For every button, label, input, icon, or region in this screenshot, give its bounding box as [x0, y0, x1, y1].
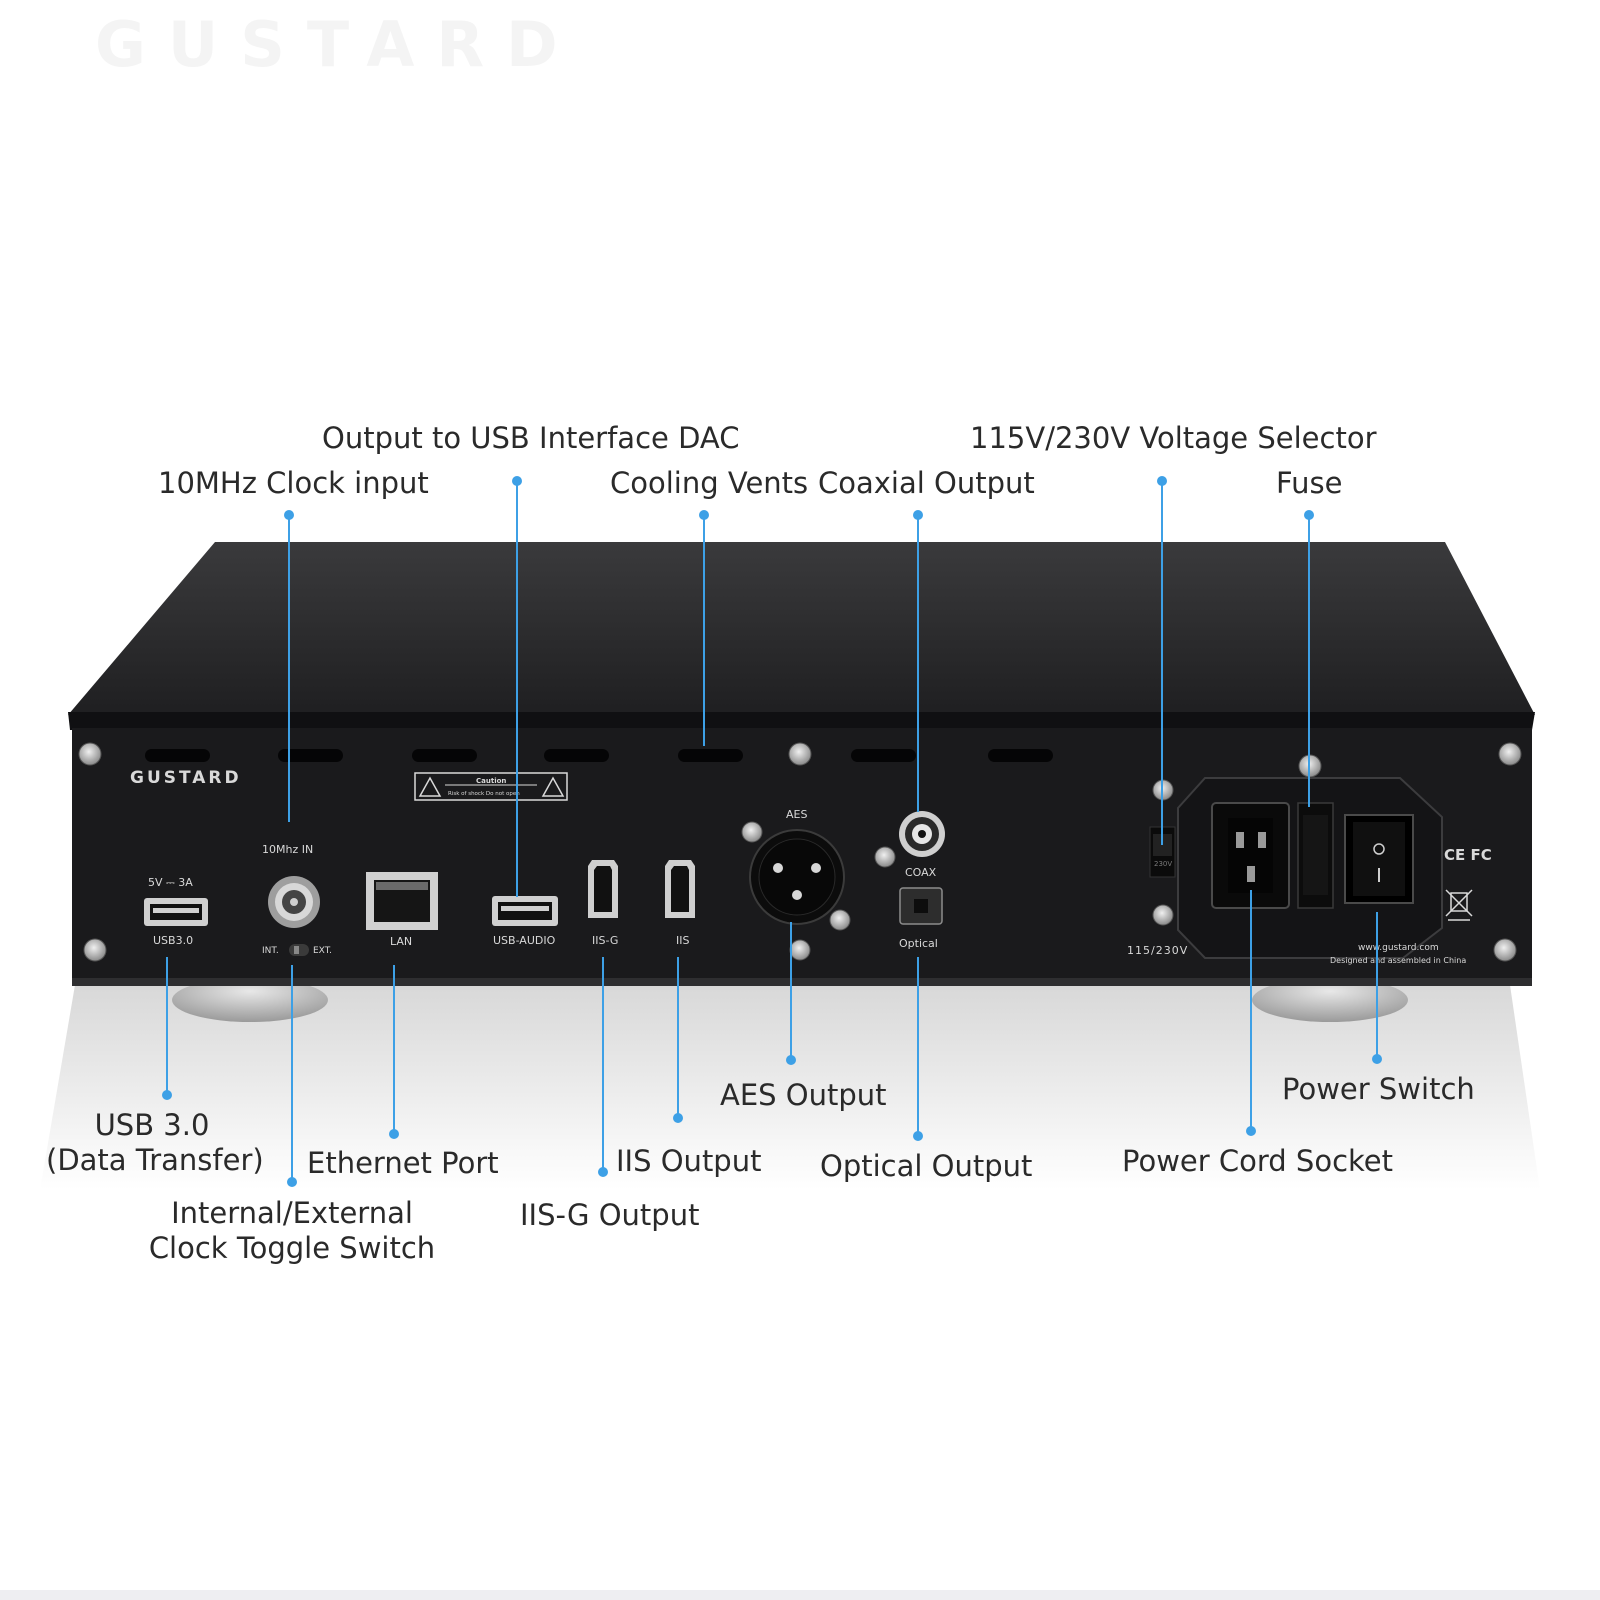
callout-ethernet-port: Ethernet Port: [307, 1146, 499, 1180]
coax-rca-port: COAX: [899, 811, 945, 879]
usb30-label: USB3.0: [153, 934, 193, 947]
lan-label: LAN: [390, 935, 412, 948]
callout-voltage-selector: 115V/230V Voltage Selector: [970, 421, 1377, 455]
callout-usb3-line2: (Data Transfer): [46, 1143, 264, 1177]
clock-bnc-port: 10Mhz IN INT. EXT.: [262, 843, 332, 956]
optical-label: Optical: [899, 937, 938, 950]
voltage-label: 115/230V: [1127, 944, 1188, 957]
leader-lines: [166, 481, 1378, 1182]
voltage-selector-switch: 230V 115/230V: [1127, 826, 1188, 957]
website-label: www.gustard.com: [1358, 943, 1439, 953]
chassis-top: [68, 542, 1535, 715]
callout-usb-interface-dac: Output to USB Interface DAC: [322, 421, 740, 455]
leader-dots: [162, 476, 1382, 1187]
callout-power-switch: Power Switch: [1282, 1072, 1475, 1106]
callout-usb3-line1: USB 3.0: [94, 1108, 210, 1142]
callout-clock-input: 10MHz Clock input: [158, 466, 429, 500]
callout-iisg-output: IIS-G Output: [520, 1198, 700, 1232]
callout-usb3: USB 3.0 (Data Transfer): [46, 1108, 264, 1178]
iisg-port: IIS-G: [588, 860, 618, 947]
callout-coaxial-output: Coaxial Output: [818, 466, 1035, 500]
int-label: INT.: [262, 946, 279, 956]
chassis-lip: [68, 712, 1535, 730]
aes-label: AES: [786, 808, 807, 821]
cooling-vents: [145, 749, 1053, 762]
usb3-port: 5V ⎓ 3A USB3.0: [144, 876, 208, 947]
callout-aes-output: AES Output: [720, 1078, 887, 1112]
weee-icon: [1445, 889, 1473, 921]
iis-port: IIS: [665, 860, 695, 947]
voltage-switch-state: 230V: [1154, 860, 1172, 868]
panel-brand: GUSTARD: [130, 768, 242, 788]
callout-power-cord-socket: Power Cord Socket: [1122, 1144, 1393, 1178]
usb-audio-label: USB-AUDIO: [493, 934, 556, 947]
callout-clock-toggle-line1: Internal/External: [171, 1196, 413, 1230]
clock-in-label: 10Mhz IN: [262, 843, 313, 856]
right-foot: [1252, 978, 1408, 1022]
callout-cooling-vents: Cooling Vents: [610, 466, 809, 500]
optical-port: Optical: [899, 887, 943, 950]
left-foot: [172, 978, 328, 1022]
coax-label: COAX: [905, 866, 937, 879]
lan-port: LAN: [366, 872, 438, 948]
aes-xlr-port: AES: [749, 808, 845, 925]
usb-rating-label: 5V ⎓ 3A: [148, 876, 193, 889]
callout-iis-output: IIS Output: [616, 1144, 762, 1178]
iis-label: IIS: [676, 934, 689, 947]
rear-panel-bottom-edge: [72, 978, 1532, 986]
callout-fuse: Fuse: [1276, 466, 1343, 500]
caution-text: Risk of shock Do not open: [448, 791, 520, 797]
callout-clock-toggle-line2: Clock Toggle Switch: [148, 1231, 436, 1265]
ext-label: EXT.: [313, 946, 332, 956]
certification-marks: CE FC: [1444, 846, 1492, 864]
made-in-label: Designed and assembled in China: [1330, 956, 1466, 965]
usb-audio-port: USB-AUDIO: [492, 896, 558, 947]
watermark-logo: GUSTARD: [95, 8, 580, 81]
iisg-label: IIS-G: [592, 934, 618, 947]
callout-clock-toggle: Internal/External Clock Toggle Switch: [146, 1196, 438, 1266]
screws: [78, 742, 1522, 962]
caution-title: Caution: [476, 777, 506, 785]
callout-optical-output: Optical Output: [820, 1149, 1033, 1183]
caution-sticker: Caution Risk of shock Do not open: [414, 772, 568, 801]
floor-reflection: [40, 985, 1540, 1190]
bottom-strip: [0, 1590, 1600, 1600]
